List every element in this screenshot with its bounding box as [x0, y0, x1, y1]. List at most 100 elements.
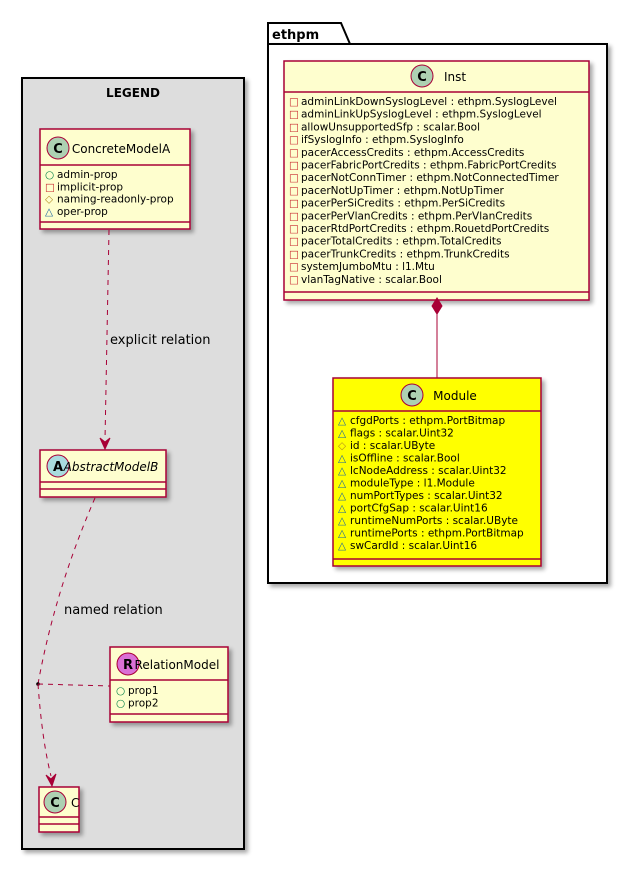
class-abstract-model-b: A AbstractModelB: [39, 449, 167, 498]
visibility-icon: △: [338, 428, 347, 440]
edge-label: named relation: [64, 603, 163, 618]
visibility-icon: □: [289, 261, 299, 273]
visibility-icon: ◇: [338, 440, 347, 452]
property-text: ifSyslogInfo : ethpm.SyslogInfo: [301, 134, 464, 146]
property-text: id : scalar.UByte: [350, 440, 435, 452]
property-text: swCardId : scalar.Uint16: [350, 540, 477, 552]
visibility-icon: △: [338, 515, 347, 527]
stereotype-letter: C: [53, 142, 63, 157]
property-text: prop1: [128, 685, 159, 697]
visibility-icon: ○: [45, 169, 54, 181]
property-text: naming-readonly-prop: [57, 194, 174, 206]
visibility-icon: □: [289, 198, 299, 210]
property-text: pacerRtdPortCredits : ethpm.RouetdPortCr…: [301, 223, 549, 235]
property-text: pacerPerSiCredits : ethpm.PerSiCredits: [301, 198, 505, 210]
property-text: adminLinkUpSyslogLevel : ethpm.SyslogLev…: [301, 109, 542, 121]
property-text: oper-prop: [57, 206, 108, 218]
visibility-icon: □: [289, 134, 299, 146]
property-text: pacerFabricPortCredits : ethpm.FabricPor…: [301, 160, 556, 172]
class-module: C Module △cfgdPorts : ethpm.PortBitmap△f…: [332, 377, 542, 567]
property-text: admin-prop: [57, 169, 118, 181]
property-text: implicit-prop: [57, 181, 123, 193]
property-text: vlanTagNative : scalar.Bool: [301, 274, 442, 286]
visibility-icon: △: [45, 206, 54, 218]
class-stereotype-icon: [46, 136, 70, 160]
class-relation-model: R RelationModel ○prop1○prop2: [109, 646, 229, 723]
visibility-icon: □: [289, 147, 299, 159]
visibility-icon: □: [289, 248, 299, 260]
class-name: C: [71, 796, 79, 810]
property-text: pacerNotUpTimer : ethpm.NotUpTimer: [301, 185, 505, 197]
visibility-icon: □: [45, 181, 55, 193]
class-stereotype-icon: [400, 383, 424, 407]
property-text: prop2: [128, 697, 159, 709]
stereotype-letter: C: [50, 796, 60, 811]
visibility-icon: □: [289, 121, 299, 133]
visibility-icon: △: [338, 503, 347, 515]
property-text: runtimeNumPorts : scalar.UByte: [350, 515, 518, 527]
property-text: pacerTrunkCredits : ethpm.TrunkCredits: [301, 248, 510, 260]
edge-explicit-relation: explicit relation: [99, 229, 210, 451]
edge-named-relation: named relation: [36, 497, 163, 788]
visibility-icon: ○: [116, 685, 125, 697]
property-text: flags : scalar.Uint32: [350, 428, 454, 440]
class-name: AbstractModelB: [63, 460, 159, 474]
visibility-icon: □: [289, 160, 299, 172]
stereotype-letter: C: [407, 389, 417, 404]
property-text: cfgdPorts : ethpm.PortBitmap: [350, 415, 505, 427]
property-text: isOffline : scalar.Bool: [350, 453, 460, 465]
stereotype-letter: A: [53, 460, 63, 475]
property-text: pacerNotConnTimer : ethpm.NotConnectedTi…: [301, 172, 559, 184]
edge-composition: [431, 297, 443, 378]
visibility-icon: △: [338, 540, 347, 552]
visibility-icon: □: [289, 274, 299, 286]
property-text: pacerAccessCredits : ethpm.AccessCredits: [301, 147, 524, 159]
stereotype-letter: R: [123, 658, 133, 673]
visibility-icon: □: [289, 223, 299, 235]
visibility-icon: □: [289, 185, 299, 197]
class-name: ConcreteModelA: [72, 142, 171, 156]
property-list: ○prop1○prop2: [116, 685, 159, 709]
visibility-icon: ○: [116, 697, 125, 709]
stereotype-letter: C: [417, 70, 427, 85]
property-list: □adminLinkDownSyslogLevel : ethpm.Syslog…: [289, 96, 559, 286]
property-list: △cfgdPorts : ethpm.PortBitmap△flags : sc…: [338, 415, 524, 552]
property-text: pacerTotalCredits : ethpm.TotalCredits: [301, 236, 501, 248]
class-stereotype-icon: [410, 64, 434, 88]
visibility-icon: □: [289, 210, 299, 222]
edge-label: explicit relation: [110, 333, 210, 348]
visibility-icon: △: [338, 528, 347, 540]
class-stereotype-icon: [43, 790, 67, 814]
property-text: lcNodeAddress : scalar.Uint32: [350, 465, 507, 477]
property-text: runtimePorts : ethpm.PortBitmap: [350, 528, 524, 540]
property-text: systemJumboMtu : l1.Mtu: [301, 261, 435, 273]
property-text: adminLinkDownSyslogLevel : ethpm.SyslogL…: [301, 96, 557, 108]
property-text: portCfgSap : scalar.Uint16: [350, 503, 488, 515]
property-list: ○admin-prop□implicit-prop◇naming-readonl…: [45, 169, 174, 218]
package-name: ethpm: [272, 28, 319, 43]
abstract-stereotype-icon: [46, 454, 70, 478]
visibility-icon: ◇: [45, 194, 54, 206]
relation-stereotype-icon: [116, 652, 140, 676]
visibility-icon: △: [338, 415, 347, 427]
property-text: allowUnsupportedSfp : scalar.Bool: [301, 121, 480, 133]
class-name: Module: [433, 389, 477, 403]
visibility-icon: □: [289, 172, 299, 184]
visibility-icon: △: [338, 478, 347, 490]
class-c: C C: [38, 786, 80, 833]
legend-title: LEGEND: [106, 86, 160, 100]
visibility-icon: △: [338, 490, 347, 502]
visibility-icon: □: [289, 109, 299, 121]
visibility-icon: △: [338, 465, 347, 477]
class-name: Inst: [444, 70, 466, 84]
property-text: pacerPerVlanCredits : ethpm.PerVlanCredi…: [301, 210, 532, 222]
class-concrete-model-a: C ConcreteModelA ○admin-prop□implicit-pr…: [39, 128, 191, 230]
class-name: RelationModel: [135, 658, 220, 672]
class-inst: C Inst □adminLinkDownSyslogLevel : ethpm…: [283, 60, 590, 301]
visibility-icon: □: [289, 96, 299, 108]
property-text: numPortTypes : scalar.Uint32: [350, 490, 503, 502]
visibility-icon: △: [338, 453, 347, 465]
visibility-icon: □: [289, 236, 299, 248]
property-text: moduleType : l1.Module: [350, 478, 475, 490]
